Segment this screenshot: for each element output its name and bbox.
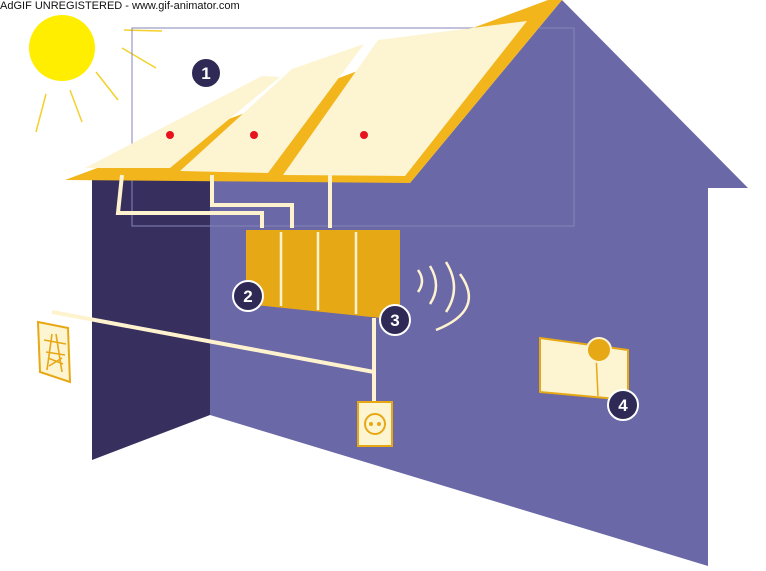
callout-1: 1 xyxy=(190,57,222,89)
svg-text:4: 4 xyxy=(618,396,628,415)
house-front-wall xyxy=(210,0,748,566)
watermark-text: AdGIF UNREGISTERED - www.gif-animator.co… xyxy=(0,0,240,12)
power-pylon-icon xyxy=(36,320,72,384)
callout-2: 2 xyxy=(232,280,264,312)
solar-panel xyxy=(283,21,527,176)
inverter-unit xyxy=(246,230,400,320)
callout-3: 3 xyxy=(379,304,411,336)
panel-guide-box xyxy=(131,27,575,227)
svg-text:2: 2 xyxy=(243,287,252,306)
panel-indicator-dot xyxy=(360,131,368,139)
grid-wires xyxy=(51,310,376,402)
solar-panel xyxy=(85,76,280,168)
solar-panels xyxy=(85,21,527,176)
callout-4: 4 xyxy=(607,389,639,421)
sun-icon xyxy=(29,15,163,133)
display-meter-icon xyxy=(539,336,629,402)
svg-text:1: 1 xyxy=(201,64,210,83)
svg-text:3: 3 xyxy=(390,311,399,330)
panel-wires xyxy=(115,174,332,228)
panel-indicator-dot xyxy=(250,131,258,139)
house-side-wall xyxy=(92,172,210,460)
power-socket-icon xyxy=(357,401,393,447)
solar-panel xyxy=(180,44,364,173)
wireless-signal-icon xyxy=(416,261,471,332)
panel-indicator-dot xyxy=(166,131,174,139)
